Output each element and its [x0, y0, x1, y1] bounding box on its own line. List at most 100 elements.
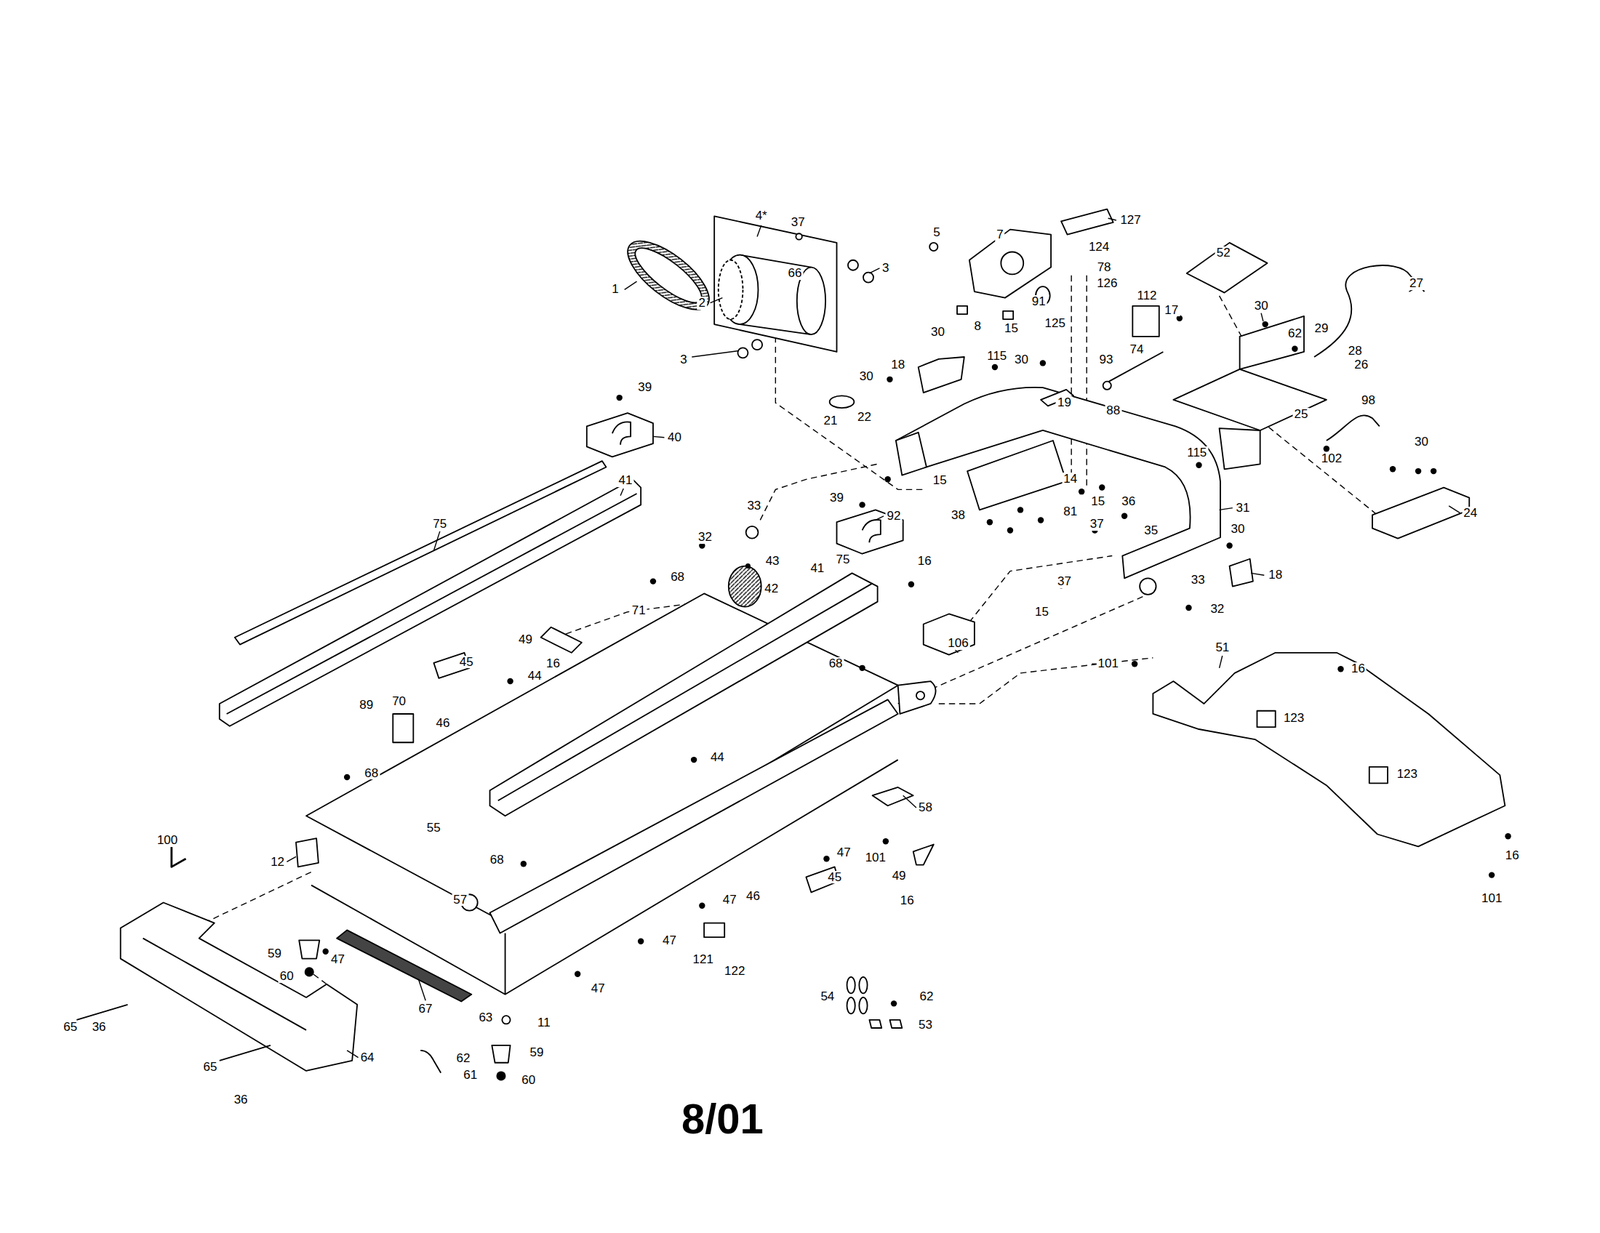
callout-number: 12: [269, 856, 286, 870]
callout-number: 74: [1128, 343, 1146, 357]
callout-number: 30: [929, 325, 947, 339]
callout-number: 52: [1215, 246, 1232, 260]
callout-number: 123: [1282, 712, 1306, 726]
callout-number: 36: [232, 1093, 250, 1107]
callout-number: 78: [1096, 261, 1113, 275]
callout-number: 49: [517, 633, 534, 647]
callout-number: 65: [61, 1021, 79, 1035]
callout-number: 37: [1088, 517, 1106, 531]
callout-number: 25: [1292, 408, 1310, 422]
callout-number: 30: [1253, 299, 1270, 313]
callout-number: 7: [994, 228, 1005, 242]
callout-number: 71: [630, 605, 648, 619]
callout-number: 66: [786, 266, 804, 280]
assembly-lines: [204, 275, 1378, 985]
callout-number: 3: [880, 261, 891, 275]
callout-number: 53: [917, 1018, 934, 1032]
callout-number: 8: [972, 320, 982, 334]
callout-number: 102: [1320, 452, 1344, 466]
callout-number: 26: [1352, 358, 1370, 372]
callout-number: 65: [202, 1061, 219, 1075]
date-code: 8/01: [680, 1097, 766, 1142]
callout-number: 1: [610, 283, 620, 297]
callout-number: 115: [985, 349, 1008, 363]
callout-number: 43: [764, 554, 782, 568]
callout-number: 33: [1189, 573, 1207, 587]
callout-number: 121: [691, 953, 715, 967]
callout-number: 57: [451, 893, 469, 907]
callout-number: 62: [918, 990, 936, 1004]
callout-number: 5: [931, 226, 942, 240]
callout-number: 45: [458, 656, 475, 670]
callout-number: 18: [1266, 568, 1284, 582]
callout-number: 92: [885, 509, 903, 523]
callout-number: 32: [696, 530, 714, 544]
callout-number: 29: [1312, 322, 1330, 336]
callout-number: 46: [434, 717, 451, 731]
callout-number: 68: [669, 570, 686, 584]
callout-number: 15: [1033, 605, 1051, 619]
callout-number: 15: [1002, 322, 1020, 336]
callout-number: 36: [90, 1021, 108, 1035]
callout-number: 75: [431, 517, 448, 531]
callout-number: 47: [329, 953, 347, 967]
callout-number: 3: [678, 353, 688, 367]
callout-number: 31: [1234, 501, 1251, 515]
callout-number: 45: [826, 871, 843, 885]
callout-number: 68: [827, 657, 845, 671]
parts: [76, 209, 1505, 1081]
callout-number: 126: [1095, 277, 1119, 291]
callout-number: 30: [1229, 522, 1246, 536]
callout-number: 61: [461, 1069, 479, 1083]
callout-number: 70: [390, 695, 408, 709]
callout-number: 18: [889, 358, 907, 372]
callout-number: 100: [155, 834, 179, 848]
callout-number: 37: [789, 216, 807, 230]
callout-number: 62: [1286, 327, 1304, 341]
callout-number: 2: [697, 296, 707, 310]
callout-number: 101: [1480, 892, 1504, 906]
callout-number: 125: [1043, 317, 1067, 331]
callout-number: 123: [1395, 768, 1419, 782]
callout-number: 91: [1030, 295, 1048, 309]
callout-number: 55: [425, 821, 443, 835]
callout-number: 63: [477, 1011, 494, 1025]
fasteners: [322, 314, 1511, 1007]
callout-number: 27: [1408, 277, 1425, 291]
callout-number: 41: [808, 562, 826, 576]
callout-number: 47: [589, 982, 607, 996]
callout-number: 112: [1135, 289, 1158, 303]
callout-number: 24: [1461, 506, 1479, 520]
callout-number: 46: [744, 890, 762, 904]
callout-number: 81: [1061, 505, 1079, 519]
callout-number: 68: [362, 767, 380, 781]
callout-number: 42: [762, 582, 780, 596]
callout-number: 59: [528, 1046, 546, 1060]
callout-number: 47: [721, 893, 739, 907]
callout-number: 40: [666, 431, 683, 445]
callout-number: 44: [526, 669, 544, 683]
callout-number: 62: [455, 1052, 472, 1066]
callout-number: 30: [858, 370, 875, 384]
callout-number: 49: [890, 869, 908, 883]
callout-number: 122: [722, 965, 747, 979]
callout-number: 54: [818, 990, 836, 1004]
callout-number: 21: [822, 415, 840, 429]
callout-number: 22: [856, 410, 873, 424]
callout-number: 16: [898, 894, 916, 908]
callout-number: 16: [544, 657, 562, 671]
callout-number: 51: [1213, 641, 1231, 655]
callout-number: 106: [946, 637, 970, 651]
callout-number: 101: [1096, 657, 1120, 671]
callout-number: 19: [1056, 396, 1073, 410]
callout-number: 15: [931, 474, 949, 488]
callout-number: 75: [834, 553, 851, 567]
callout-number: 98: [1360, 394, 1377, 408]
callout-number: 39: [636, 381, 654, 395]
callout-number: 32: [1208, 602, 1226, 616]
callout-number: 33: [745, 499, 763, 513]
callout-number: 4*: [754, 210, 769, 224]
callout-number: 89: [357, 698, 375, 712]
